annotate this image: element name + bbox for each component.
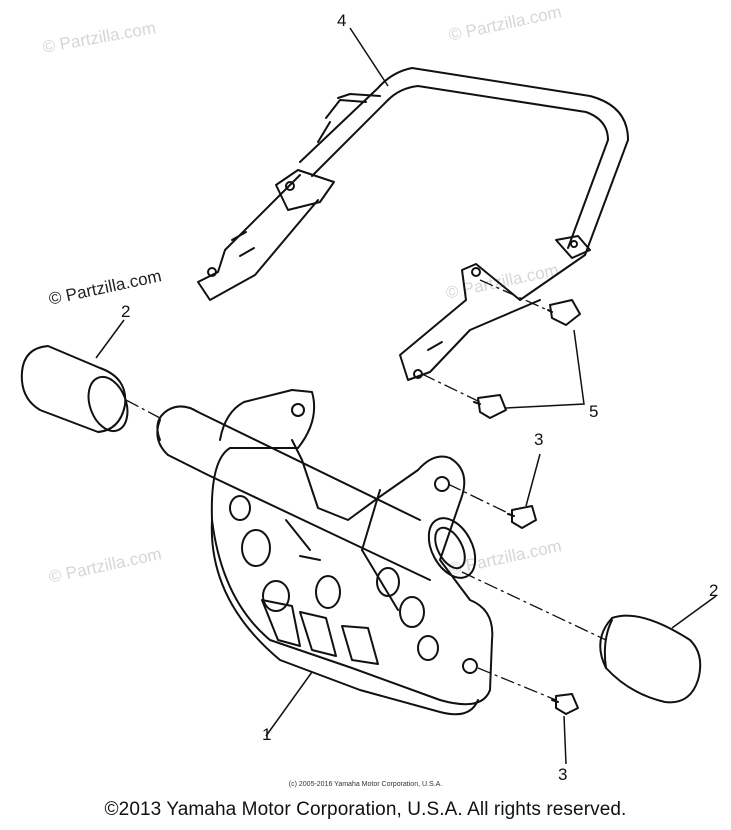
callout-part-2-right: 2 [709,581,719,600]
callout-part-4: 4 [337,11,347,30]
bolt-part-5-lower [473,394,507,419]
leader-lines [95,27,717,765]
alignment-lines [125,279,607,701]
bolt-part-3-upper [507,505,537,529]
skid-plate-part-1 [210,389,494,716]
small-copyright: (c) 2005-2016 Yamaha Motor Corporation, … [288,781,443,788]
bolt-part-3-lower [551,693,579,715]
end-cap-part-2-left [20,345,129,433]
callout-part-2-left: 2 [121,302,131,321]
footer-copyright: ©2013 Yamaha Motor Corporation, U.S.A. A… [104,799,627,820]
callout-part-3-lower: 3 [558,765,568,784]
bumper-tube [156,405,477,581]
grab-bar-part-4 [197,67,629,381]
callout-part-3-upper: 3 [534,430,544,449]
end-cap-part-2-right [599,614,702,704]
bolt-part-5-upper [547,299,581,326]
callout-part-5: 5 [589,402,599,421]
callout-part-1: 1 [262,725,272,744]
